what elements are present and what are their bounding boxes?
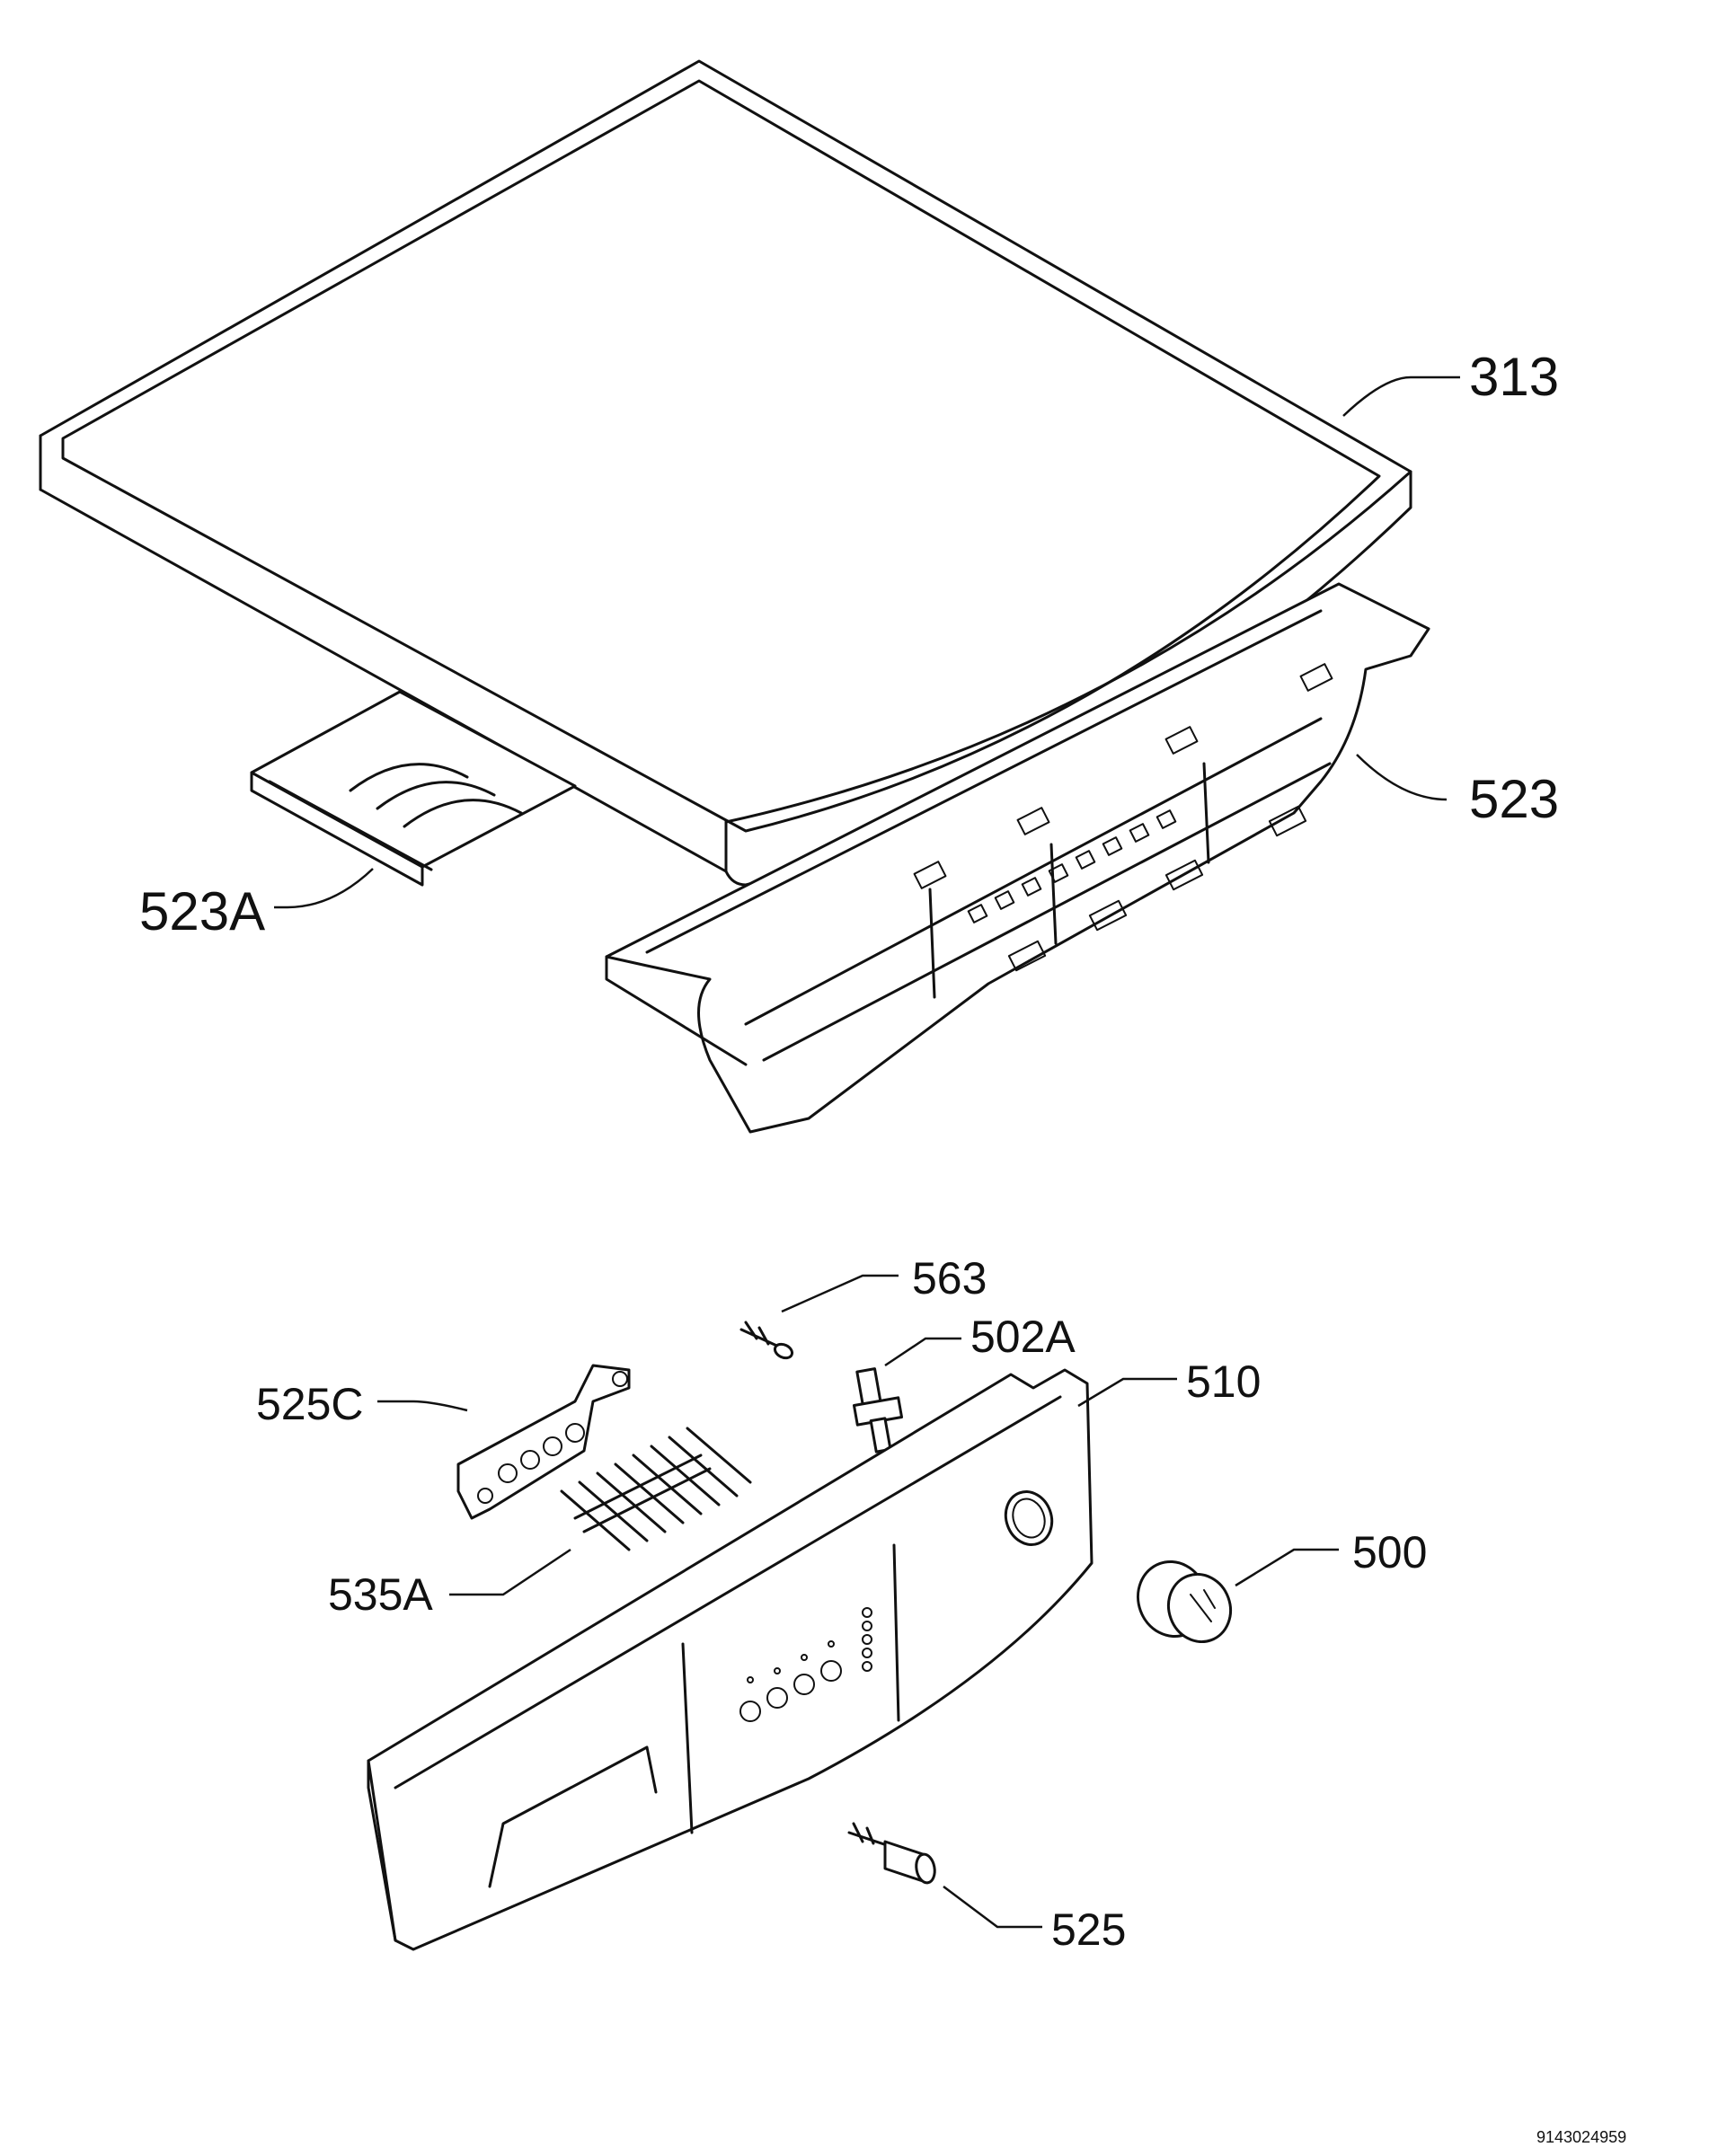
part-523A-rail: [250, 690, 577, 887]
part-313-worktop: [39, 59, 1412, 887]
part-500-knob: [1137, 1560, 1232, 1644]
part-563-pin: [739, 1321, 794, 1360]
part-525C-bracket: [456, 1364, 631, 1520]
label-523A: 523A: [139, 881, 265, 941]
label-525: 525: [1051, 1904, 1126, 1955]
part-525-pushrod: [847, 1822, 936, 1885]
part-labels: 313 523 523A 563 502A 510 525C 535A 500 …: [139, 347, 1626, 2146]
label-502A: 502A: [970, 1312, 1076, 1362]
label-563: 563: [912, 1253, 987, 1303]
label-535A: 535A: [328, 1569, 433, 1620]
label-523: 523: [1469, 769, 1559, 829]
label-525C: 525C: [256, 1379, 364, 1429]
part-523-panel-frame: [605, 582, 1430, 1134]
part-510-fascia: [367, 1368, 1094, 1951]
label-510: 510: [1186, 1356, 1261, 1407]
leader-lines: [274, 376, 1460, 1929]
part-502A-lever: [852, 1367, 904, 1454]
label-500: 500: [1352, 1527, 1427, 1577]
label-313: 313: [1469, 347, 1559, 407]
document-number: 9143024959: [1536, 2128, 1626, 2146]
part-535A-light-guides: [560, 1427, 752, 1551]
